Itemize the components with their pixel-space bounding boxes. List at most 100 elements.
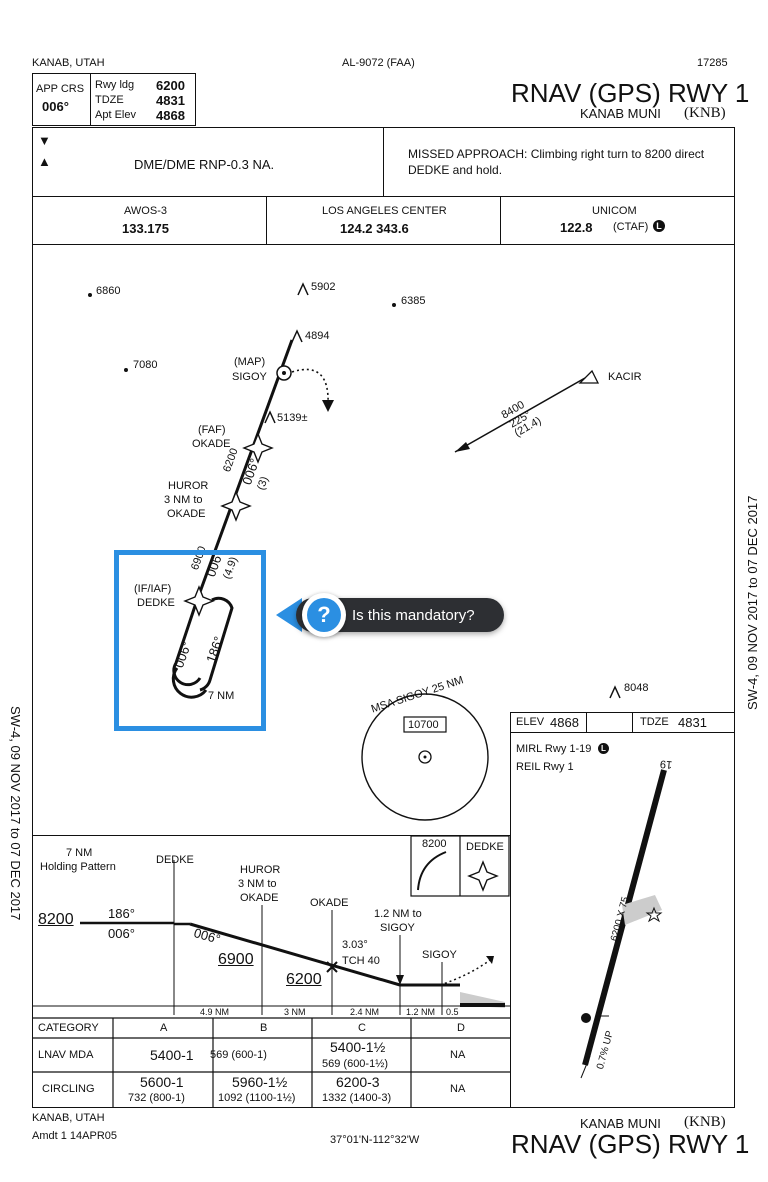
- question-icon: ?: [307, 598, 341, 632]
- if-iaf-label: (IF/IAF): [134, 583, 172, 595]
- circling-c-note: 1332 (1400-3): [322, 1092, 392, 1104]
- fix-huror: HUROR: [168, 480, 209, 492]
- footer-location: KANAB, UTAH: [32, 1112, 105, 1124]
- tooltip-text: Is this mandatory?: [352, 606, 475, 624]
- profile-huror-note-1: 3 NM to: [238, 878, 277, 890]
- profile-altitude-6200: 6200: [286, 971, 322, 988]
- tdze-label: TDZE: [95, 94, 124, 106]
- profile-sigoy: SIGOY: [422, 949, 457, 961]
- lnav-c-minimum: 5400-1½: [330, 1039, 386, 1055]
- unicom-freq: 122.8: [560, 220, 593, 235]
- tdze-box-value: 4831: [678, 715, 707, 730]
- circling-b-minimum: 5960-1½: [232, 1074, 288, 1090]
- lnav-c-note: 569 (600-1½): [322, 1058, 389, 1070]
- map-label: (MAP): [234, 356, 266, 368]
- category-c: C: [358, 1022, 366, 1034]
- lnav-mda-label: LNAV MDA: [38, 1049, 94, 1061]
- obstacle-6860: 6860: [96, 285, 121, 297]
- procedure-title: RNAV (GPS) RWY 1: [511, 78, 750, 108]
- lnav-ab-minimum: 5400-1: [150, 1047, 194, 1063]
- profile-hold-altitude: 8200: [38, 911, 74, 928]
- validity-right: SW-4, 09 NOV 2017 to 07 DEC 2017: [745, 495, 760, 710]
- chart-frame: [32, 244, 735, 1108]
- validity-left: SW-4, 09 NOV 2017 to 07 DEC 2017: [8, 706, 23, 921]
- profile-tch: TCH 40: [342, 955, 380, 967]
- missed-approach-fix: DEDKE: [466, 841, 504, 853]
- obstacle-8048: 8048: [624, 682, 649, 694]
- missed-approach-altitude: 8200: [422, 838, 447, 850]
- profile-distance-4: 1.2 NM: [406, 1007, 436, 1017]
- question-button[interactable]: ?: [302, 593, 346, 637]
- header-location: KANAB, UTAH: [32, 57, 105, 69]
- unicom-ctaf: (CTAF): [613, 221, 649, 233]
- profile-distance-5: 0.5: [446, 1007, 459, 1017]
- lighting-icon-2: L: [598, 743, 609, 754]
- profile-distance-3: 2.4 NM: [350, 1007, 380, 1017]
- profile-glidepath-angle: 3.03°: [342, 939, 368, 951]
- profile-huror: HUROR: [240, 864, 281, 876]
- category-b: B: [260, 1022, 268, 1034]
- alternate-min-icon: ▲: [38, 154, 51, 169]
- profile-hold-label-2: Holding Pattern: [40, 861, 116, 873]
- unicom-label: UNICOM: [592, 205, 637, 217]
- profile-okade: OKADE: [310, 897, 349, 909]
- profile-distance-2: 3 NM: [284, 1007, 306, 1017]
- airport-name: KANAB MUNI: [580, 106, 661, 121]
- footer-coordinates: 37°01'N-112°32'W: [330, 1134, 420, 1146]
- category-a: A: [160, 1022, 168, 1034]
- huror-note-1: 3 NM to: [164, 494, 203, 506]
- profile-hold-label-1: 7 NM: [66, 847, 93, 859]
- highlight-box[interactable]: [114, 550, 266, 731]
- profile-hold-outbound: 186°: [108, 906, 135, 921]
- app-crs-label: APP CRS: [36, 83, 85, 95]
- reil-text: REIL Rwy 1: [516, 761, 574, 773]
- obstacle-5139: 5139±: [277, 412, 308, 424]
- circling-d-minimum: NA: [450, 1083, 466, 1095]
- missed-approach-text: MISSED APPROACH: Climbing right turn to …: [408, 147, 705, 161]
- profile-huror-note-2: OKADE: [240, 892, 279, 904]
- procedure-number: AL-9072 (FAA): [342, 57, 415, 69]
- obstacle-7080: 7080: [133, 359, 158, 371]
- fix-kacir: KACIR: [608, 371, 642, 383]
- circling-label: CIRCLING: [42, 1083, 95, 1095]
- center-label: LOS ANGELES CENTER: [322, 205, 447, 217]
- circling-b-note: 1092 (1100-1½): [218, 1092, 296, 1104]
- rnp-note: DME/DME RNP-0.3 NA.: [134, 157, 275, 172]
- obstacle-5902: 5902: [311, 281, 336, 293]
- lnav-ab-note: 569 (600-1): [210, 1049, 267, 1061]
- footer-title: RNAV (GPS) RWY 1: [511, 1129, 750, 1159]
- fix-dedke: DEDKE: [137, 597, 175, 609]
- footer-airport-id: (KNB): [684, 1114, 726, 1130]
- awos-freq: 133.175: [122, 221, 169, 236]
- apt-elev-label: Apt Elev: [95, 109, 136, 121]
- apt-elev-value: 4868: [156, 108, 185, 123]
- category-header: CATEGORY: [38, 1022, 99, 1034]
- profile-hold-inbound: 006°: [108, 926, 135, 941]
- profile-dedke: DEDKE: [156, 854, 194, 866]
- center-freq: 124.2 343.6: [340, 221, 409, 236]
- profile-sigoy-note-1: 1.2 NM to: [374, 908, 422, 920]
- rwy-ldg-label: Rwy ldg: [95, 79, 135, 91]
- tdze-box-label: TDZE: [640, 716, 669, 728]
- circling-a-minimum: 5600-1: [140, 1074, 184, 1090]
- lighting-text: MIRL Rwy 1-19: [516, 743, 592, 755]
- fix-okade: OKADE: [192, 438, 231, 450]
- elev-label: ELEV: [516, 716, 545, 728]
- app-crs-box: [32, 73, 196, 126]
- faf-label: (FAF): [198, 424, 226, 436]
- app-crs-value: 006°: [42, 99, 69, 114]
- circling-c-minimum: 6200-3: [336, 1074, 380, 1090]
- category-d: D: [457, 1022, 465, 1034]
- rwy-ldg-value: 6200: [156, 78, 185, 93]
- huror-note-2: OKADE: [167, 508, 206, 520]
- tdze-value: 4831: [156, 93, 185, 108]
- fix-sigoy: SIGOY: [232, 371, 267, 383]
- runway-number-19: 19: [659, 757, 673, 771]
- obstacle-4894: 4894: [305, 330, 330, 342]
- takeoff-min-icon: ▼: [38, 133, 51, 148]
- profile-altitude-6900: 6900: [218, 951, 254, 968]
- profile-distance-1: 4.9 NM: [200, 1007, 230, 1017]
- airport-id: (KNB): [684, 105, 726, 121]
- lnav-d-minimum: NA: [450, 1049, 466, 1061]
